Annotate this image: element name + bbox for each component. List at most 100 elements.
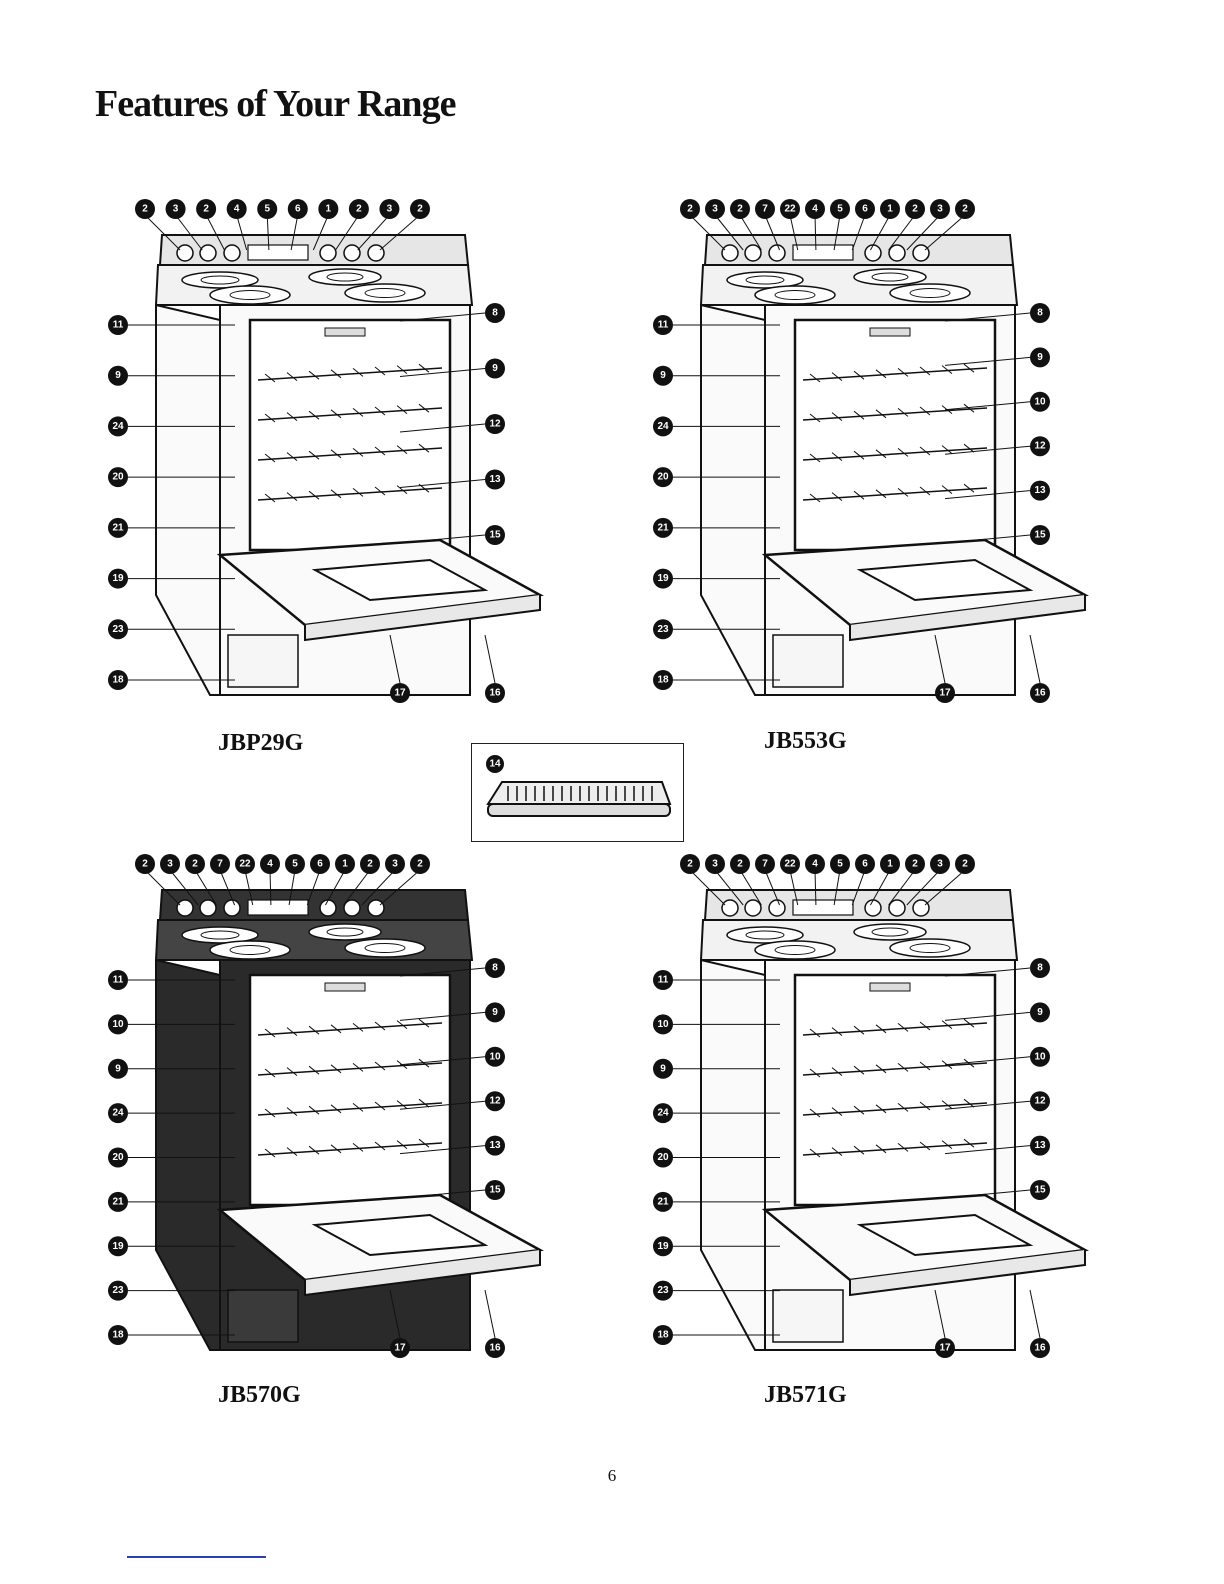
callout-21-text: 21	[112, 522, 124, 533]
control-knob	[768, 244, 786, 262]
control-knob	[888, 899, 906, 917]
callout-18	[108, 1325, 128, 1345]
callout-17-text: 17	[939, 1343, 951, 1354]
callout-10	[1030, 1046, 1050, 1067]
surface-unit	[308, 923, 382, 941]
oven-rack	[257, 447, 443, 461]
callout-22-text: 22	[784, 204, 796, 215]
callout-2-text: 2	[417, 204, 423, 215]
door-edge	[304, 595, 541, 642]
callout-2-text: 2	[142, 859, 148, 870]
oven-rack	[802, 1102, 988, 1116]
model-label-jb571g: JB571G	[764, 1382, 847, 1408]
callout-8	[485, 303, 505, 323]
callout-11	[653, 315, 673, 335]
control-knob	[864, 244, 882, 262]
callout-18-text: 18	[112, 1330, 124, 1341]
callout-9	[108, 1058, 128, 1079]
callout-4	[805, 199, 825, 219]
callout-5	[830, 854, 850, 874]
callout-15-text: 15	[1034, 1185, 1046, 1196]
callout-23	[108, 619, 128, 640]
callout-12	[1030, 436, 1050, 457]
callout-5-text: 5	[837, 859, 843, 870]
callout-3-text: 3	[387, 204, 393, 215]
callout-3	[160, 854, 180, 874]
control-knob	[343, 244, 361, 262]
callout-20	[653, 467, 673, 488]
callout-14	[486, 755, 504, 773]
control-knob	[768, 899, 786, 917]
callout-20-text: 20	[657, 1152, 669, 1163]
surface-unit	[754, 940, 836, 960]
callout-2	[905, 199, 925, 219]
callout-9-text: 9	[492, 363, 498, 374]
callout-6-text: 6	[317, 859, 323, 870]
callout-6	[855, 199, 875, 219]
control-knob	[223, 899, 241, 917]
control-knob	[199, 899, 217, 917]
callout-11-text: 11	[658, 320, 669, 331]
callout-4-text: 4	[267, 859, 273, 870]
callout-3	[930, 199, 950, 219]
surface-unit	[308, 268, 382, 286]
callout-22-text: 22	[784, 859, 796, 870]
control-knob	[912, 244, 930, 262]
callout-9-text: 9	[660, 370, 666, 381]
oven-rack	[257, 487, 443, 501]
callout-2-text: 2	[417, 859, 423, 870]
callout-1	[880, 854, 900, 874]
callout-10	[653, 1014, 673, 1035]
callout-7-text: 7	[217, 859, 223, 870]
control-knob	[744, 899, 762, 917]
oven-rack	[802, 407, 988, 421]
callout-8	[1030, 958, 1050, 978]
callout-9	[653, 1058, 673, 1079]
callout-4	[805, 854, 825, 874]
control-knob	[343, 899, 361, 917]
callout-9	[1030, 1002, 1050, 1023]
callout-5-text: 5	[837, 204, 843, 215]
clock-display	[247, 899, 309, 916]
range-side-panel	[700, 958, 766, 1351]
model-label-jb553g: JB553G	[764, 728, 847, 754]
oven-door-window	[856, 558, 1034, 602]
callout-17	[935, 683, 955, 703]
callout-24-text: 24	[112, 1108, 124, 1119]
callout-19	[653, 1236, 673, 1257]
callout-13	[1030, 480, 1050, 501]
callout-24	[653, 416, 673, 437]
model-label-jb570g: JB570G	[218, 1382, 301, 1408]
callout-24	[108, 1103, 128, 1124]
model-label-jbp29g: JBP29G	[218, 730, 304, 756]
callout-20-text: 20	[112, 472, 124, 483]
oven-rack	[257, 1022, 443, 1036]
callout-23	[653, 619, 673, 640]
oven-rack	[802, 1062, 988, 1076]
callout-8	[485, 958, 505, 978]
oven-cavity	[793, 973, 997, 1207]
callout-12-text: 12	[1034, 1096, 1046, 1107]
callout-24-text: 24	[112, 421, 124, 432]
callout-23-text: 23	[112, 624, 124, 635]
clock-display	[792, 244, 854, 261]
callout-1-text: 1	[342, 859, 348, 870]
callout-2	[730, 199, 750, 219]
callout-21-text: 21	[657, 1196, 669, 1207]
callout-2	[185, 854, 205, 874]
callout-10-text: 10	[657, 1019, 669, 1030]
callout-19-text: 19	[657, 573, 669, 584]
callout-5-text: 5	[264, 204, 270, 215]
callout-15	[1030, 525, 1050, 545]
surface-unit	[853, 268, 927, 286]
oven-light	[869, 327, 911, 337]
callout-4	[226, 199, 247, 219]
callout-13-text: 13	[489, 474, 501, 485]
control-knob	[176, 244, 194, 262]
callout-19	[108, 1236, 128, 1257]
callout-1	[335, 854, 355, 874]
oven-door-window	[311, 558, 489, 602]
surface-unit	[209, 285, 291, 305]
